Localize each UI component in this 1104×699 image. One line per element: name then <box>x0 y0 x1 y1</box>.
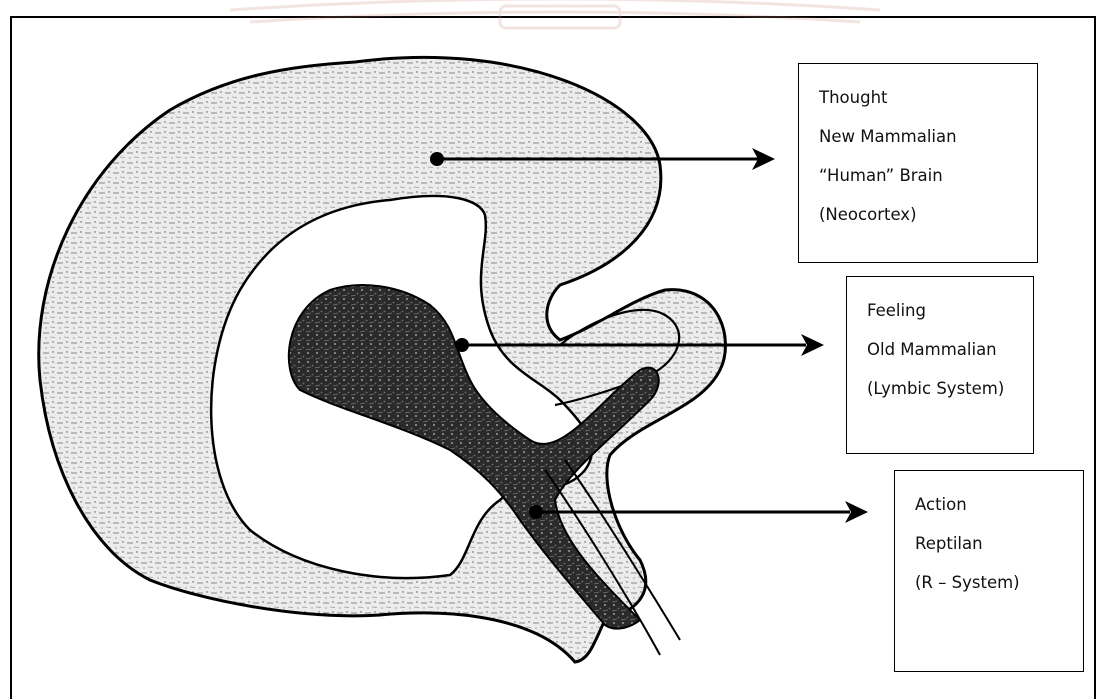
action-title: Action <box>915 485 1067 524</box>
feeling-type: Old Mammalian <box>867 330 1017 369</box>
label-box-action: Action Reptilan (R – System) <box>894 470 1084 672</box>
watermark-emblem <box>230 0 880 28</box>
thought-type: New Mammalian <box>819 117 1021 156</box>
feeling-title: Feeling <box>867 291 1017 330</box>
thought-title: Thought <box>819 78 1021 117</box>
thought-region: (Neocortex) <box>819 195 1021 234</box>
feeling-region: (Lymbic System) <box>867 369 1017 408</box>
label-box-thought: Thought New Mammalian “Human” Brain (Neo… <box>798 63 1038 263</box>
action-region: (R – System) <box>915 563 1067 602</box>
action-type: Reptilan <box>915 524 1067 563</box>
thought-brain: “Human” Brain <box>819 156 1021 195</box>
label-box-feeling: Feeling Old Mammalian (Lymbic System) <box>846 276 1034 454</box>
